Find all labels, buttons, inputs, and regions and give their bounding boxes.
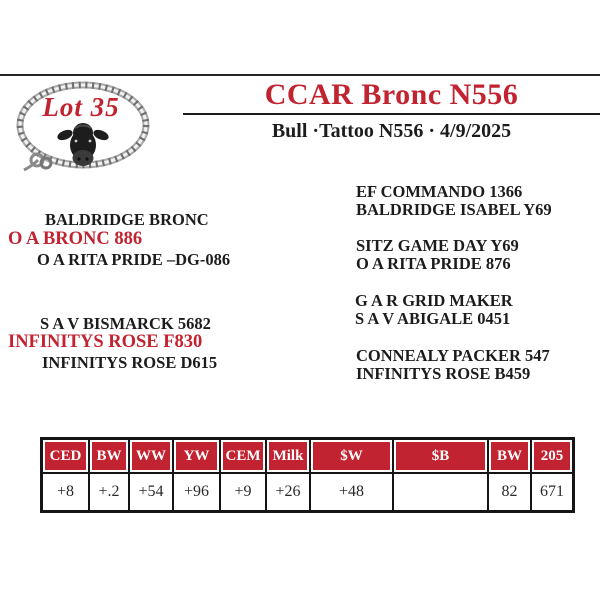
epd-value-cell — [392, 472, 489, 513]
epd-value-cell: +96 — [172, 472, 221, 513]
sire-grandsire: BALDRIDGE BRONC — [45, 210, 209, 229]
epd-value-cell: +26 — [265, 472, 311, 513]
lot-number-label: Lot 35 — [42, 92, 120, 122]
epd-value-cell: 671 — [530, 472, 575, 513]
bull-head-icon — [57, 123, 109, 166]
epd-value-cell: +48 — [309, 472, 394, 513]
animal-title: CCAR Bronc N556 — [264, 78, 519, 111]
sire-granddam: O A RITA PRIDE –DG-086 — [37, 250, 231, 269]
epd-header-cell: YW — [172, 437, 221, 474]
top-divider — [0, 74, 600, 76]
epd-header-cell: BW — [487, 437, 532, 474]
epd-header-cell: $W — [309, 437, 394, 474]
epd-value-cell: +.2 — [88, 472, 130, 513]
dam-grandsire: S A V BISMARCK 5682 — [40, 314, 211, 333]
dam-granddam: INFINITYS ROSE D615 — [42, 353, 218, 372]
pedigree-line: O A RITA PRIDE 876 — [356, 254, 511, 273]
pedigree-line: INFINITYS ROSE B459 — [356, 364, 531, 383]
animal-subtitle: Bull ·Tattoo N556 · 4/9/2025 — [271, 120, 512, 142]
epd-value-cell: 82 — [487, 472, 532, 513]
pedigree-line: BALDRIDGE ISABEL Y69 — [356, 200, 552, 219]
epd-header-cell: CED — [40, 437, 90, 474]
pedigree-line: S A V ABIGALE 0451 — [355, 309, 511, 328]
epd-header-cell: WW — [128, 437, 174, 474]
epd-header-cell: 205 — [530, 437, 575, 474]
epd-value-cell: +9 — [219, 472, 267, 513]
pedigree-line: SITZ GAME DAY Y69 — [356, 236, 519, 255]
pedigree-line: G A R GRID MAKER — [355, 291, 513, 310]
epd-header-cell: $B — [392, 437, 489, 474]
epd-value-cell: +8 — [40, 472, 90, 513]
epd-header-cell: BW — [88, 437, 130, 474]
epd-value-cell: +54 — [128, 472, 174, 513]
pedigree-line: EF COMMANDO 1366 — [356, 182, 523, 201]
header-block: CCAR Bronc N556 Bull ·Tattoo N556 · 4/9/… — [183, 79, 600, 143]
lot-badge: Lot 35 — [10, 80, 152, 176]
title-divider — [183, 113, 600, 115]
epd-header-cell: Milk — [265, 437, 311, 474]
pedigree-line: CONNEALY PACKER 547 — [356, 346, 550, 365]
sire-name: O A BRONC 886 — [8, 229, 143, 249]
dam-name: INFINITYS ROSE F830 — [8, 332, 203, 352]
epd-header-cell: CEM — [219, 437, 267, 474]
